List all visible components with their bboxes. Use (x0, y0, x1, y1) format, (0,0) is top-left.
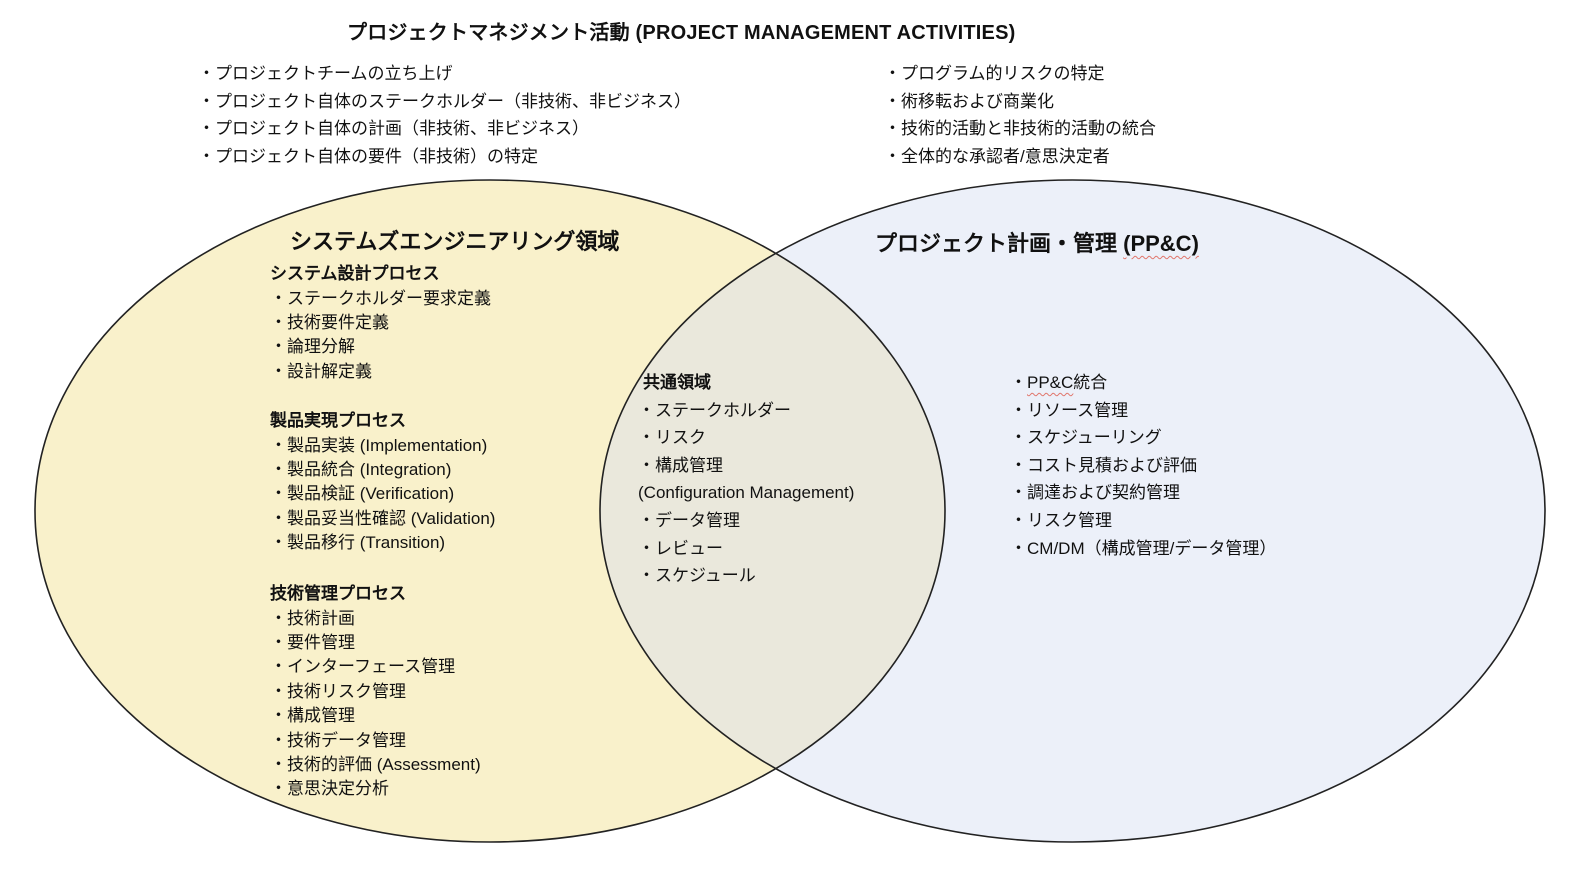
se-domain-ellipse-outline (34, 179, 946, 843)
list-item: ・要件管理 (270, 632, 355, 652)
list-item: (Configuration Management) (638, 483, 855, 503)
list-item: ・意思決定分析 (270, 779, 389, 799)
list-item: ・設計解定義 (270, 361, 372, 381)
list-item: ・レビュー (638, 538, 723, 558)
list-item: ・技術的評価 (Assessment) (270, 754, 481, 774)
section-list: ・ステークホルダー・リスク・構成管理 (Configuration Managem… (638, 397, 854, 590)
list-item: ・スケジューリング (1010, 428, 1162, 448)
technical-management-process-section: 技術管理プロセス ・技術計画・要件管理・インターフェース管理・技術リスク管理・構… (270, 582, 481, 802)
ppc-title-spellcheck-text: (PP&C) (1123, 231, 1199, 256)
section-list: ・ステークホルダー要求定義・技術要件定義・論理分解・設計解定義 (270, 287, 491, 385)
ppc-title: プロジェクト計画・管理 (PP&C) (875, 226, 1199, 258)
list-item: ・技術要件定義 (270, 312, 389, 332)
list-item: ・データ管理 (638, 510, 740, 530)
list-item: ・技術リスク管理 (270, 681, 406, 701)
list-item: ・プロジェクト自体のステークホルダー（非技術、非ビジネス） (198, 91, 691, 111)
se-domain-title: システムズエンジニアリング領域 (290, 229, 620, 254)
list-item: ・コスト見積および評価 (1010, 455, 1197, 475)
list-item: ・調達および契約管理 (1010, 483, 1180, 503)
list-item: ・全体的な承認者/意思決定者 (884, 147, 1110, 167)
overlap-region (600, 180, 945, 842)
system-design-process-section: システム設計プロセス ・ステークホルダー要求定義・技術要件定義・論理分解・設計解… (270, 262, 491, 384)
list-item: ・CM/DM（構成管理/データ管理） (1010, 538, 1277, 558)
list-item: ・リソース管理 (1010, 400, 1129, 420)
list-item: ・技術的活動と非技術的活動の統合 (884, 119, 1156, 139)
list-item: ・リスク (638, 428, 706, 448)
list-item: ・製品統合 (Integration) (270, 459, 452, 479)
list-item: ・構成管理 (638, 455, 723, 475)
list-item: ・製品検証 (Verification) (270, 484, 455, 504)
top-right-list: ・プログラム的リスクの特定・術移転および商業化・技術的活動と非技術的活動の統合・… (884, 60, 1156, 171)
list-item: ・技術計画 (270, 608, 355, 628)
list-item: ・プログラム的リスクの特定 (884, 64, 1105, 83)
section-heading: システム設計プロセス (270, 264, 440, 283)
ppc-title-text: プロジェクト計画・管理 (875, 231, 1124, 256)
list-item: ・術移転および商業化 (884, 91, 1054, 111)
top-left-list: ・プロジェクトチームの立ち上げ・プロジェクト自体のステークホルダー（非技術、非ビ… (198, 60, 691, 171)
list-item: ・論理分解 (270, 337, 355, 357)
list-item: ・プロジェクト自体の要件（非技術）の特定 (198, 147, 538, 167)
common-area-section: 共通領域 ・ステークホルダー・リスク・構成管理 (Configuration Ma… (638, 369, 854, 590)
ppc-list: ・PP&C統合 ・リソース管理・スケジューリング・コスト見積および評価・調達およ… (1010, 369, 1276, 562)
list-item: ・技術データ管理 (270, 730, 406, 750)
ppc-spellcheck-text: PP&C (1027, 373, 1074, 392)
list-item: ・構成管理 (270, 706, 355, 726)
item-text: 統合 (1073, 373, 1108, 392)
list-item: ・プロジェクトチームの立ち上げ (198, 64, 453, 83)
list-item: ・スケジュール (638, 566, 756, 586)
list-item: ・製品移行 (Transition) (270, 533, 446, 553)
section-heading: 製品実現プロセス (270, 411, 406, 430)
list-item: ・リスク管理 (1010, 510, 1112, 530)
bullet: ・ (1010, 373, 1027, 392)
section-heading: 共通領域 (643, 373, 711, 392)
page-title: プロジェクトマネジメント活動 (PROJECT MANAGEMENT ACTIV… (347, 22, 1016, 44)
section-heading: 技術管理プロセス (270, 584, 406, 603)
list-item: ・製品妥当性確認 (Validation) (270, 508, 496, 528)
list-item: ・PP&C統合 (1010, 369, 1276, 397)
product-realization-process-section: 製品実現プロセス ・製品実装 (Implementation) ・製品統合 (In… (270, 409, 495, 556)
list-item: ・インターフェース管理 (270, 657, 456, 677)
section-list: ・製品実装 (Implementation) ・製品統合 (Integration… (270, 434, 495, 556)
list-item: ・製品実装 (Implementation) (270, 435, 488, 455)
ppc-ellipse-outline (599, 179, 1546, 843)
list-item: ・ステークホルダー (638, 400, 791, 420)
list-item: ・プロジェクト自体の計画（非技術、非ビジネス） (198, 119, 589, 139)
list-item: ・ステークホルダー要求定義 (270, 288, 491, 308)
section-list: ・技術計画・要件管理・インターフェース管理・技術リスク管理・構成管理・技術データ… (270, 607, 481, 802)
